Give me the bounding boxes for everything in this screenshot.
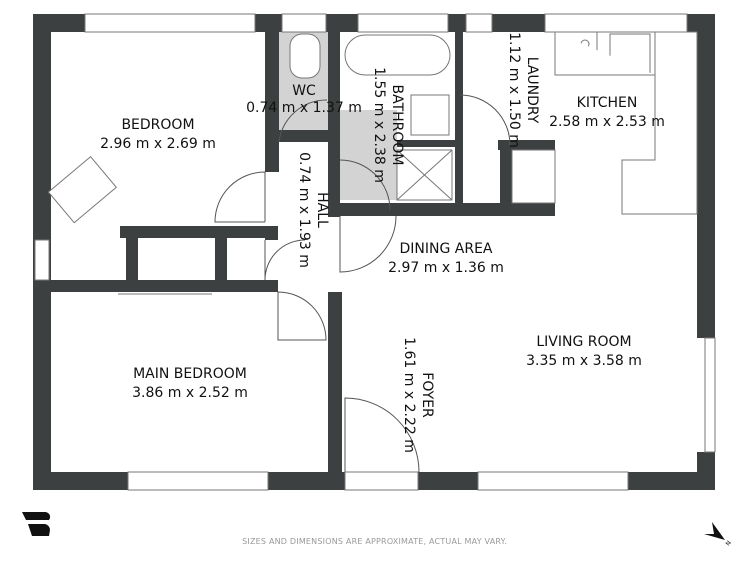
disclaimer-text: SIZES AND DIMENSIONS ARE APPROXIMATE, AC… xyxy=(242,537,507,546)
svg-text:2.97 m x 1.36 m: 2.97 m x 1.36 m xyxy=(388,260,504,276)
svg-text:MAIN BEDROOM: MAIN BEDROOM xyxy=(133,366,247,382)
svg-text:LIVING ROOM: LIVING ROOM xyxy=(536,334,631,350)
room-label-main-bedroom: MAIN BEDROOM 3.86 m x 2.52 m xyxy=(132,366,248,401)
svg-text:2.58 m x 2.53 m: 2.58 m x 2.53 m xyxy=(549,114,665,130)
kitchen-counter-top xyxy=(554,32,655,76)
interior-walls xyxy=(51,32,555,472)
svg-text:WC: WC xyxy=(292,83,316,99)
room-label-laundry: LAUNDRY 1.12 m x 1.50 m xyxy=(506,32,540,148)
svg-text:3.35 m x 3.58 m: 3.35 m x 3.58 m xyxy=(526,353,642,369)
room-label-bedroom: BEDROOM 2.96 m x 2.69 m xyxy=(100,117,216,152)
svg-text:0.74 m x 1.93 m: 0.74 m x 1.93 m xyxy=(296,152,312,268)
bathroom-floor xyxy=(340,110,397,200)
north-arrow-icon: N xyxy=(704,522,733,547)
windows xyxy=(34,13,716,491)
room-label-bathroom: BATHROOM 1.55 m x 2.38 m xyxy=(371,67,405,183)
svg-text:KITCHEN: KITCHEN xyxy=(577,95,638,111)
svg-text:BEDROOM: BEDROOM xyxy=(121,117,194,133)
svg-text:1.12 m x 1.50 m: 1.12 m x 1.50 m xyxy=(506,32,522,148)
svg-text:1.61 m x 2.22 m: 1.61 m x 2.22 m xyxy=(401,337,417,453)
room-label-dining: DINING AREA 2.97 m x 1.36 m xyxy=(388,241,504,276)
room-label-living: LIVING ROOM 3.35 m x 3.58 m xyxy=(526,334,642,369)
bed-icon xyxy=(47,155,118,224)
room-label-kitchen: KITCHEN 2.58 m x 2.53 m xyxy=(549,95,665,130)
room-label-wc: WC 0.74 m x 1.37 m xyxy=(246,83,362,116)
bathtub-icon xyxy=(344,34,451,76)
svg-text:LAUNDRY: LAUNDRY xyxy=(524,57,540,124)
brand-logo xyxy=(22,511,51,536)
svg-text:N: N xyxy=(725,540,733,548)
kitchen-counter xyxy=(621,31,698,215)
bathroom-sink-icon xyxy=(410,94,450,136)
svg-text:DINING AREA: DINING AREA xyxy=(399,241,492,257)
svg-text:FOYER: FOYER xyxy=(419,372,435,418)
svg-text:3.86 m x 2.52 m: 3.86 m x 2.52 m xyxy=(132,385,248,401)
svg-text:1.55 m x 2.38 m: 1.55 m x 2.38 m xyxy=(371,67,387,183)
doors xyxy=(118,94,511,473)
svg-text:2.96 m x 2.69 m: 2.96 m x 2.69 m xyxy=(100,136,216,152)
toilet-icon xyxy=(289,33,321,79)
svg-text:0.74 m x 1.37 m: 0.74 m x 1.37 m xyxy=(246,100,362,116)
shower-icon xyxy=(396,149,453,201)
svg-text:BATHROOM: BATHROOM xyxy=(389,84,405,165)
svg-text:HALL: HALL xyxy=(314,192,330,228)
room-label-hall: HALL 0.74 m x 1.93 m xyxy=(296,152,330,268)
fixtures xyxy=(47,31,698,224)
room-label-foyer: FOYER 1.61 m x 2.22 m xyxy=(401,337,435,453)
